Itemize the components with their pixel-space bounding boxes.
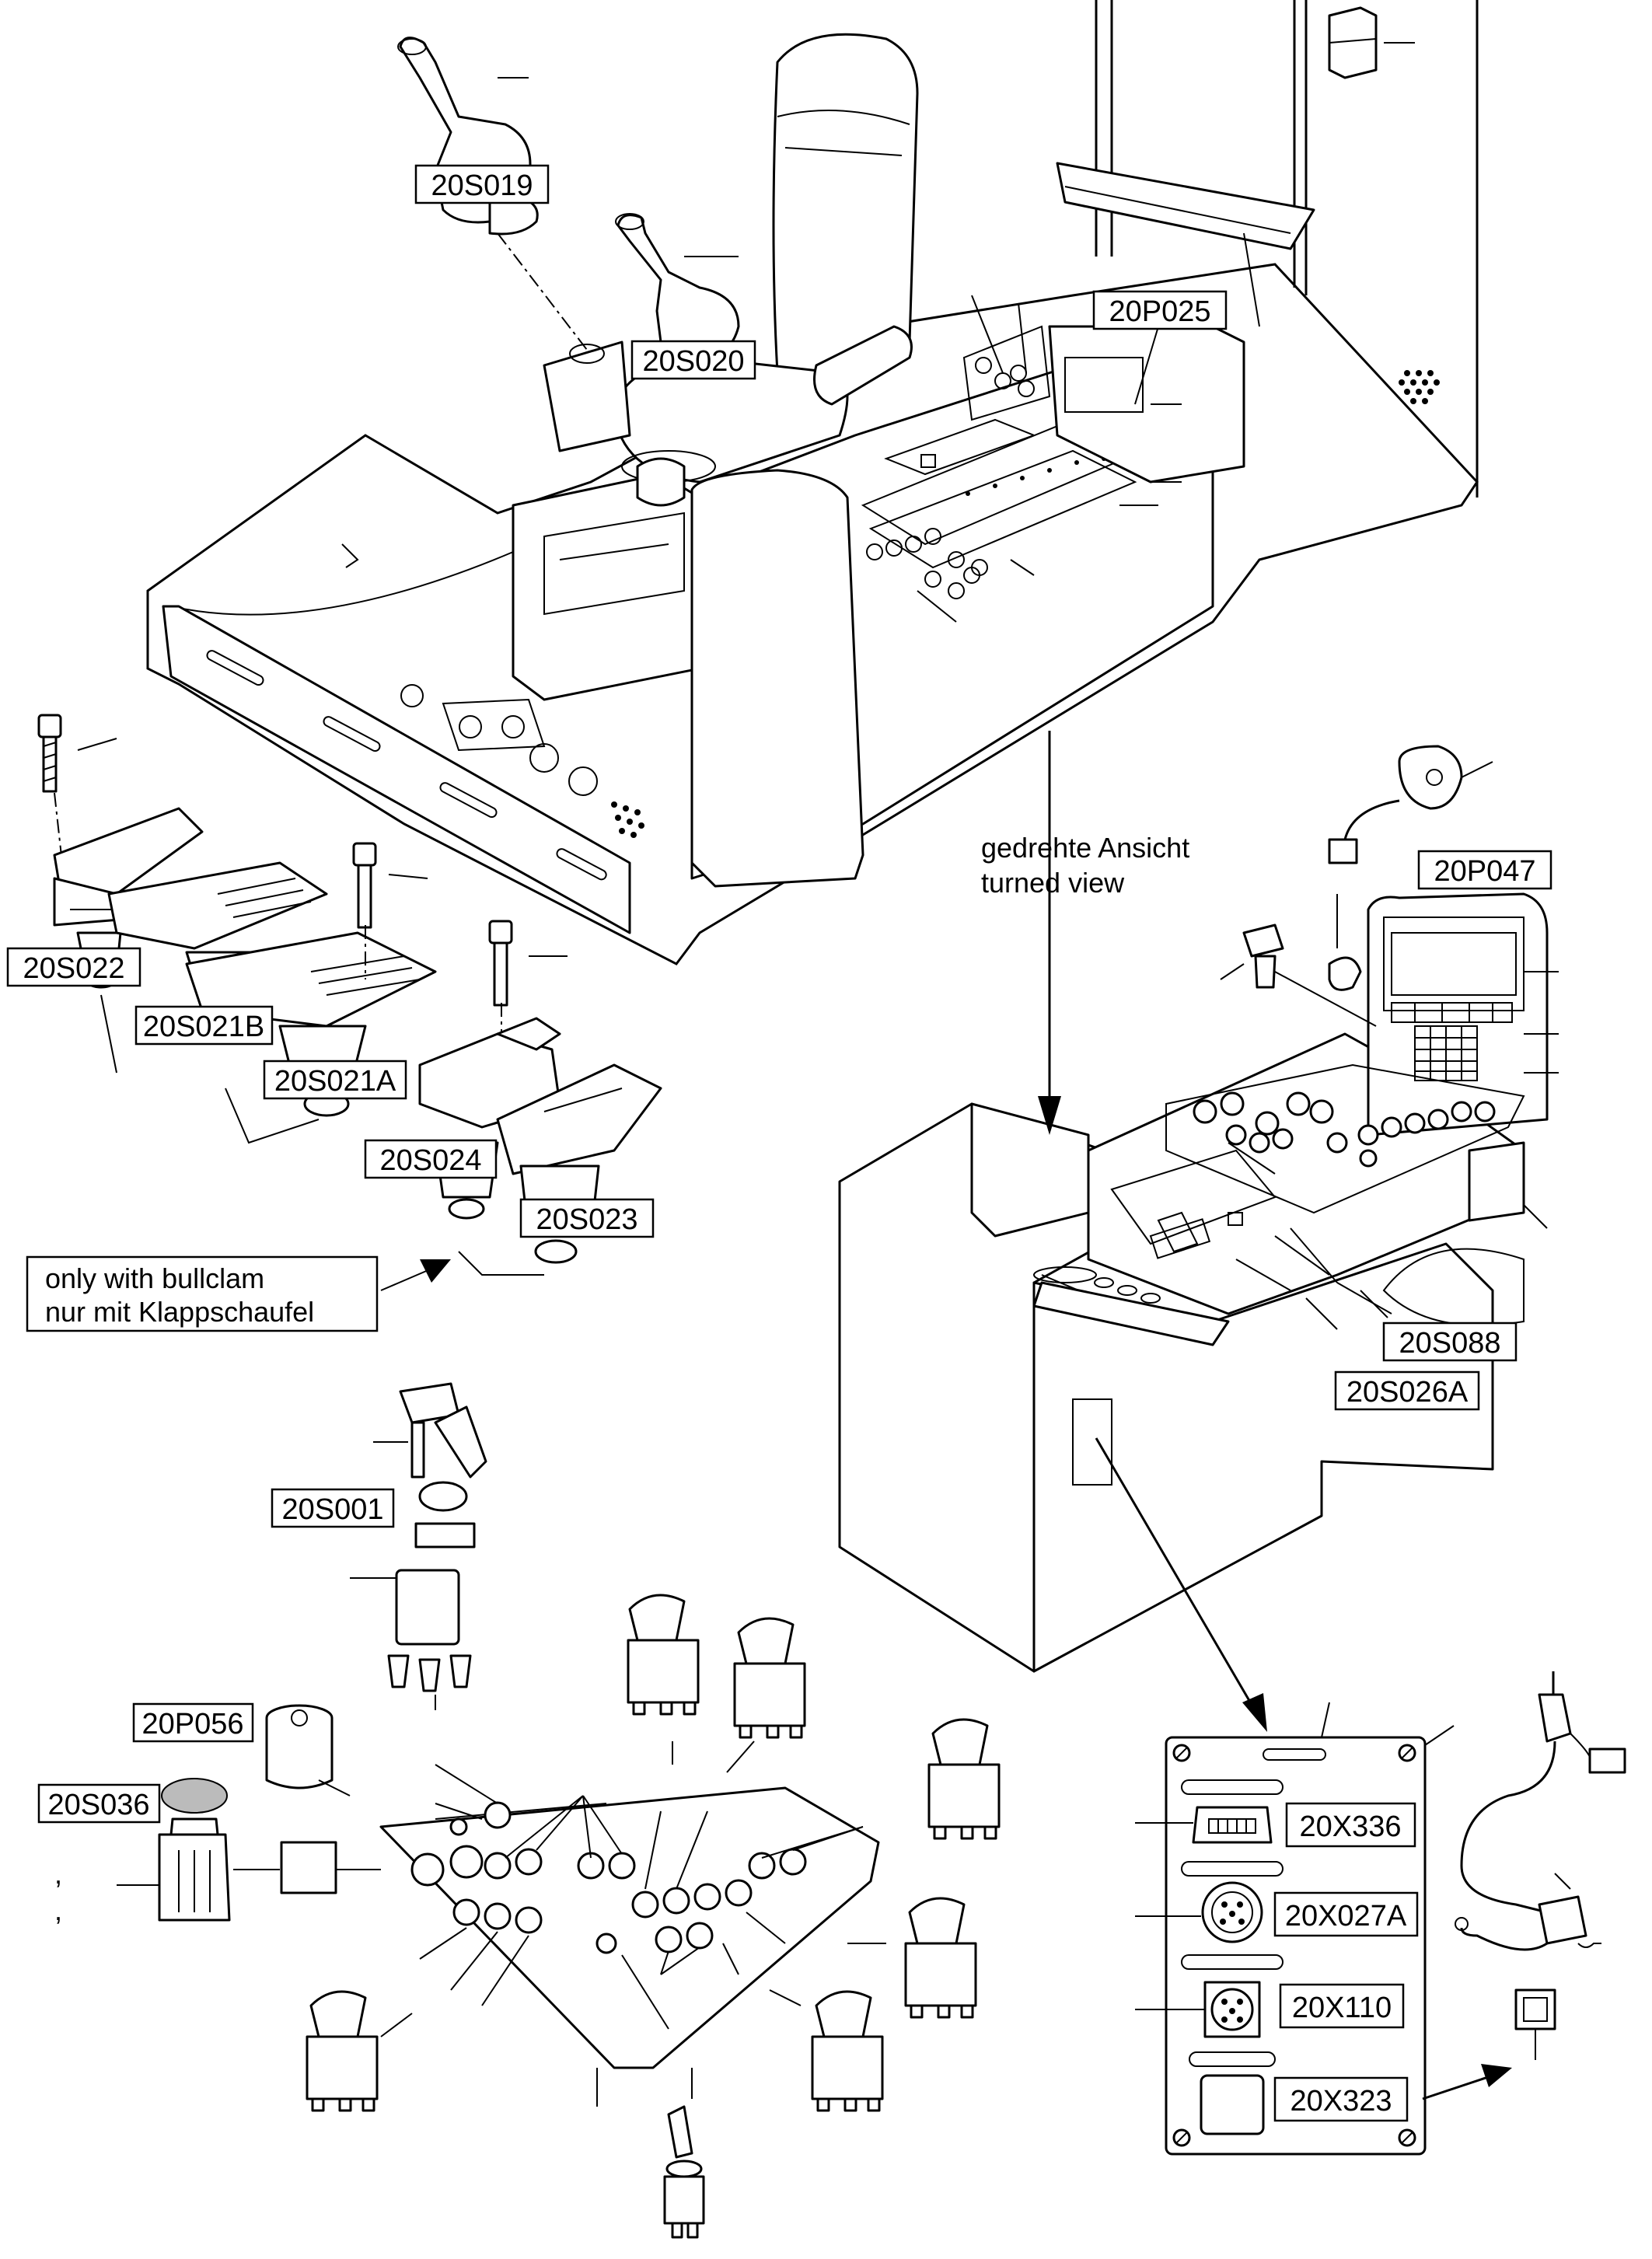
joystick-20S019 (397, 37, 539, 236)
rocker-switch-6 (306, 1990, 379, 2112)
cab-floor-assembly (146, 0, 1479, 965)
label-20S026A-text: 20S026A (1346, 1376, 1469, 1409)
plate-arrow-line (1095, 1437, 1261, 1719)
label-20S036-text: 20S036 (47, 1789, 149, 1821)
label-20S019: 20S019 (414, 164, 550, 204)
console-switch-panel (866, 528, 988, 599)
bullclam-note-box (26, 1255, 379, 1332)
plate-arrow-head (1242, 1693, 1267, 1732)
plug-cable-top (1328, 745, 1463, 864)
label-20S026A: 20S026A (1334, 1370, 1480, 1411)
cable-harness (1455, 1671, 1626, 2060)
label-20X027A: 20X027A (1273, 1891, 1419, 1937)
label-20P047: 20P047 (1417, 850, 1552, 890)
x323-arrow-line (1422, 2074, 1493, 2100)
turned-view-label-en: turned view (981, 867, 1125, 899)
label-20S019-text: 20S019 (431, 169, 533, 202)
console-turned-view (838, 745, 1559, 1673)
label-20S021B-text: 20S021B (143, 1011, 264, 1043)
rocker-switch-3 (927, 1718, 1001, 1840)
label-20S024-text: 20S024 (379, 1144, 481, 1177)
label-20X110-text: 20X110 (1292, 1992, 1392, 2024)
label-20P047-text: 20P047 (1434, 855, 1535, 888)
bolt-3 (488, 920, 513, 1007)
rocker-switch-4 (904, 1897, 977, 2019)
label-20X336: 20X336 (1285, 1802, 1416, 1848)
bolt-1 (37, 714, 62, 793)
bullclam-note-en: only with bullclam (45, 1262, 264, 1294)
label-20S036: 20S036 (37, 1783, 161, 1824)
label-20P056: 20P056 (132, 1702, 254, 1743)
label-20S022-text: 20S022 (23, 952, 124, 985)
x323-arrow-head (1481, 2064, 1512, 2087)
bolt-2 (352, 842, 377, 929)
label-20X027A-text: 20X027A (1285, 1900, 1407, 1933)
rocker-switch-panel (379, 1764, 880, 2107)
floor-connector-plate (400, 684, 644, 838)
label-20P025: 20P025 (1092, 290, 1228, 330)
rocker-switch-5 (811, 1990, 884, 2112)
operator-seat (613, 33, 919, 507)
label-20S021B: 20S021B (134, 1005, 274, 1046)
label-20X336-text: 20X336 (1299, 1810, 1401, 1843)
label-20S023: 20S023 (519, 1198, 655, 1238)
label-20S001-text: 20S001 (281, 1493, 383, 1526)
label-20S020-text: 20S020 (642, 345, 744, 378)
joystick-20S020 (615, 213, 740, 359)
bullclam-note: only with bullclam nur mit Klappschaufel (26, 1255, 451, 1332)
console-knobs (1193, 1091, 1496, 1168)
label-20S021A: 20S021A (263, 1060, 407, 1100)
floor-speaker-grille (1399, 370, 1440, 404)
symbol-tick-2: , (54, 1894, 62, 1926)
floor-slots (206, 650, 607, 881)
label-20S022: 20S022 (6, 947, 141, 987)
emergency-stop-20S036 (158, 1778, 231, 1922)
label-20X323: 20X323 (1273, 2076, 1409, 2122)
bullclam-note-de: nur mit Klappschaufel (45, 1296, 314, 1328)
label-20S020: 20S020 (630, 340, 756, 380)
symbol-tick-1: , (54, 1858, 62, 1890)
ignition-key-switch (350, 1382, 487, 1710)
label-20S023-text: 20S023 (536, 1203, 637, 1236)
label-20X110: 20X110 (1279, 1983, 1405, 2029)
lamp-switch (1242, 924, 1284, 989)
rocker-switch-2 (733, 1617, 806, 1739)
label-20S021A-text: 20S021A (274, 1065, 396, 1098)
turned-view-label-de: gedrehte Ansicht (981, 832, 1189, 864)
relay-box-top-right (1328, 6, 1378, 79)
hour-meter-20P056 (265, 1704, 334, 1789)
label-20S088-text: 20S088 (1399, 1327, 1500, 1360)
keypad-grid (1414, 1025, 1478, 1081)
label-20X323-text: 20X323 (1290, 2085, 1392, 2118)
toggle-switch (663, 2105, 705, 2239)
rocker-switch-1 (627, 1594, 700, 1716)
pedal-assembly (37, 714, 662, 1276)
label-20P025-text: 20P025 (1109, 295, 1210, 328)
label-20S001: 20S001 (271, 1488, 395, 1528)
turned-view-arrow: gedrehte Ansicht turned view (981, 731, 1189, 1135)
label-20S024: 20S024 (364, 1139, 498, 1179)
label-20S088: 20S088 (1382, 1322, 1518, 1362)
label-20P056-text: 20P056 (141, 1708, 243, 1741)
